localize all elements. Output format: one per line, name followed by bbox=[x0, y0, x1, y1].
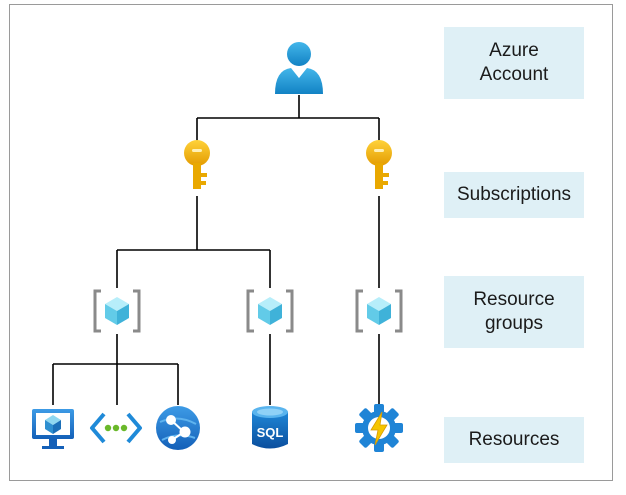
resource-group-icon bbox=[355, 289, 403, 333]
level-label-resources-text: Resources bbox=[468, 429, 560, 450]
user-icon bbox=[275, 42, 323, 94]
app-service-icon bbox=[156, 406, 200, 450]
level-label-resource-groups-text: Resource groups bbox=[473, 289, 555, 334]
key-icon bbox=[184, 140, 210, 189]
level-label-resource-groups: Resource groups bbox=[444, 276, 584, 348]
sql-database-icon: SQL bbox=[252, 406, 288, 449]
virtual-network-icon bbox=[90, 412, 142, 444]
connector-lines bbox=[52, 95, 380, 405]
resource-group-icon bbox=[246, 289, 294, 333]
resource-group-icon bbox=[93, 289, 141, 333]
key-icon bbox=[366, 140, 392, 189]
virtual-machine-icon bbox=[32, 409, 74, 449]
level-label-account-text: Azure Account bbox=[479, 40, 549, 85]
level-label-resources: Resources bbox=[444, 417, 584, 463]
automation-gear-icon bbox=[355, 404, 403, 452]
level-label-subscriptions-text: Subscriptions bbox=[456, 184, 572, 205]
level-label-subscriptions: Subscriptions bbox=[444, 172, 584, 218]
level-label-account: Azure Account bbox=[444, 27, 584, 99]
sql-icon-text: SQL bbox=[257, 425, 284, 440]
